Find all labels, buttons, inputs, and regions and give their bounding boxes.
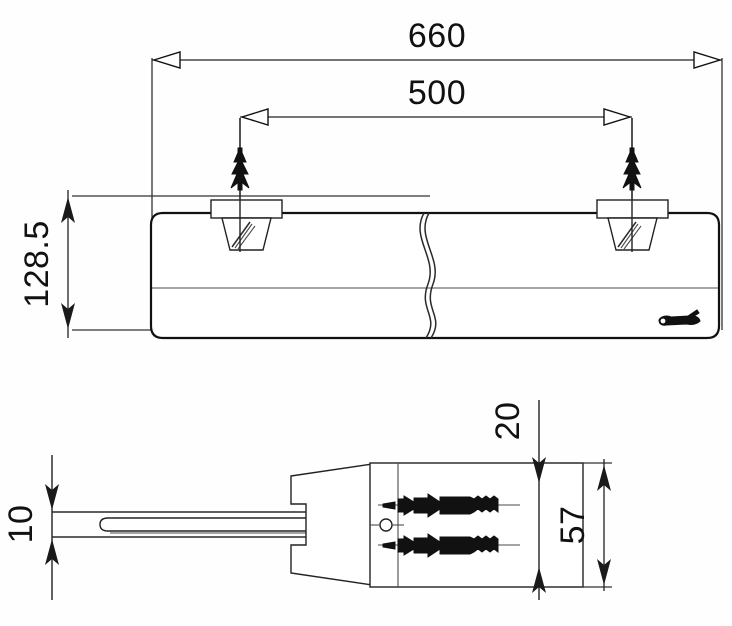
left-screw-shank — [237, 147, 243, 191]
dim-label-660: 660 — [408, 17, 466, 55]
left-bracket-hatch-3 — [237, 225, 256, 250]
front-elevation-view: 660 500 128.5 — [18, 17, 723, 340]
upper-anchor-tip — [382, 501, 396, 510]
dimension-plate-offset: 20 — [489, 400, 546, 600]
upper-anchor-body — [397, 493, 499, 518]
side-section-view: 10 20 57 — [2, 400, 612, 600]
side-wall-plate — [369, 462, 584, 588]
lower-wall-plug-anchor — [378, 533, 520, 558]
break-line-path-a — [419, 212, 432, 339]
logo-glyph-tail — [687, 309, 700, 319]
left-wall-bracket — [210, 118, 283, 252]
break-line — [419, 212, 437, 339]
left-mounting-screw — [230, 146, 250, 191]
dim-label-20: 20 — [489, 402, 527, 441]
dimension-overall-length: 660 — [151, 17, 723, 330]
dimension-rail-diameter: 10 — [2, 455, 59, 600]
dim-label-10: 10 — [2, 505, 40, 544]
side-wall-plate-outline — [369, 462, 584, 588]
lower-anchor-body — [397, 533, 499, 558]
right-wall-bracket — [596, 118, 669, 252]
logo-glyph-body — [658, 315, 701, 326]
left-bracket-hatch-2 — [234, 223, 253, 249]
dim-label-128-5: 128.5 — [18, 220, 56, 308]
lower-anchor-tip — [382, 541, 396, 550]
right-bracket-hatch-1 — [617, 221, 637, 248]
right-screw-shank — [629, 147, 635, 191]
dimension-plate-height: 57 — [554, 459, 612, 591]
side-plate-fixing-hole — [379, 518, 393, 532]
left-bracket-flange — [210, 199, 283, 219]
left-bracket-hatch-1 — [231, 221, 251, 248]
dim-label-57: 57 — [554, 506, 592, 545]
logo-glyph-dot — [660, 318, 666, 324]
right-mounting-screw — [622, 146, 642, 191]
left-bracket-cone — [221, 217, 272, 251]
upper-wall-plug-anchor — [378, 493, 520, 518]
break-line-path-b — [424, 212, 437, 339]
dim-label-500: 500 — [408, 74, 466, 112]
dimension-bracket-height: 128.5 — [18, 190, 430, 338]
right-bracket-hatch-2 — [620, 223, 639, 249]
brand-logo-mark — [658, 309, 701, 326]
